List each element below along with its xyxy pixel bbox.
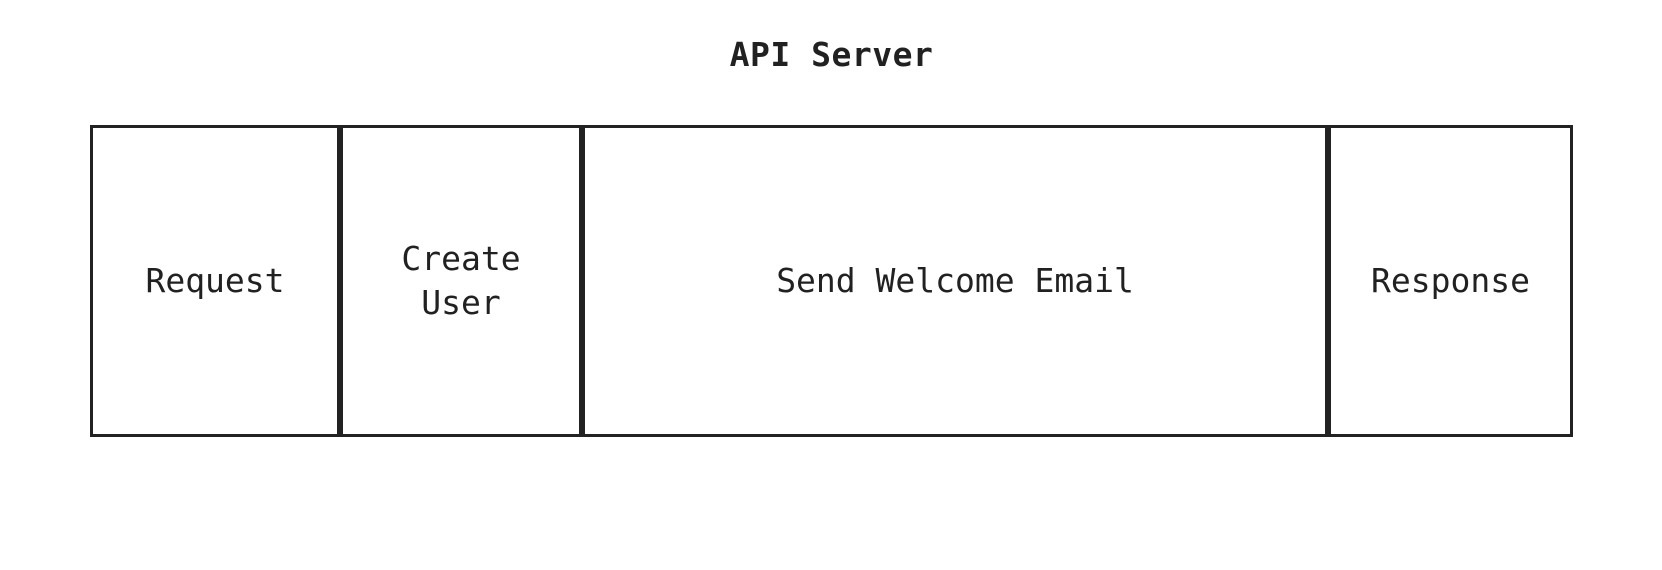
span-response: Response (1328, 125, 1573, 437)
span-create-user-label: Create User (401, 239, 521, 322)
span-request: Request (90, 125, 340, 437)
span-send-welcome-email-label: Send Welcome Email (776, 261, 1134, 301)
diagram-title: API Server (729, 35, 934, 74)
span-create-user: Create User (340, 125, 582, 437)
span-response-label: Response (1371, 261, 1530, 301)
span-request-label: Request (145, 261, 285, 301)
span-row: Request Create User Send Welcome Email R… (90, 125, 1573, 437)
span-send-welcome-email: Send Welcome Email (582, 125, 1328, 437)
